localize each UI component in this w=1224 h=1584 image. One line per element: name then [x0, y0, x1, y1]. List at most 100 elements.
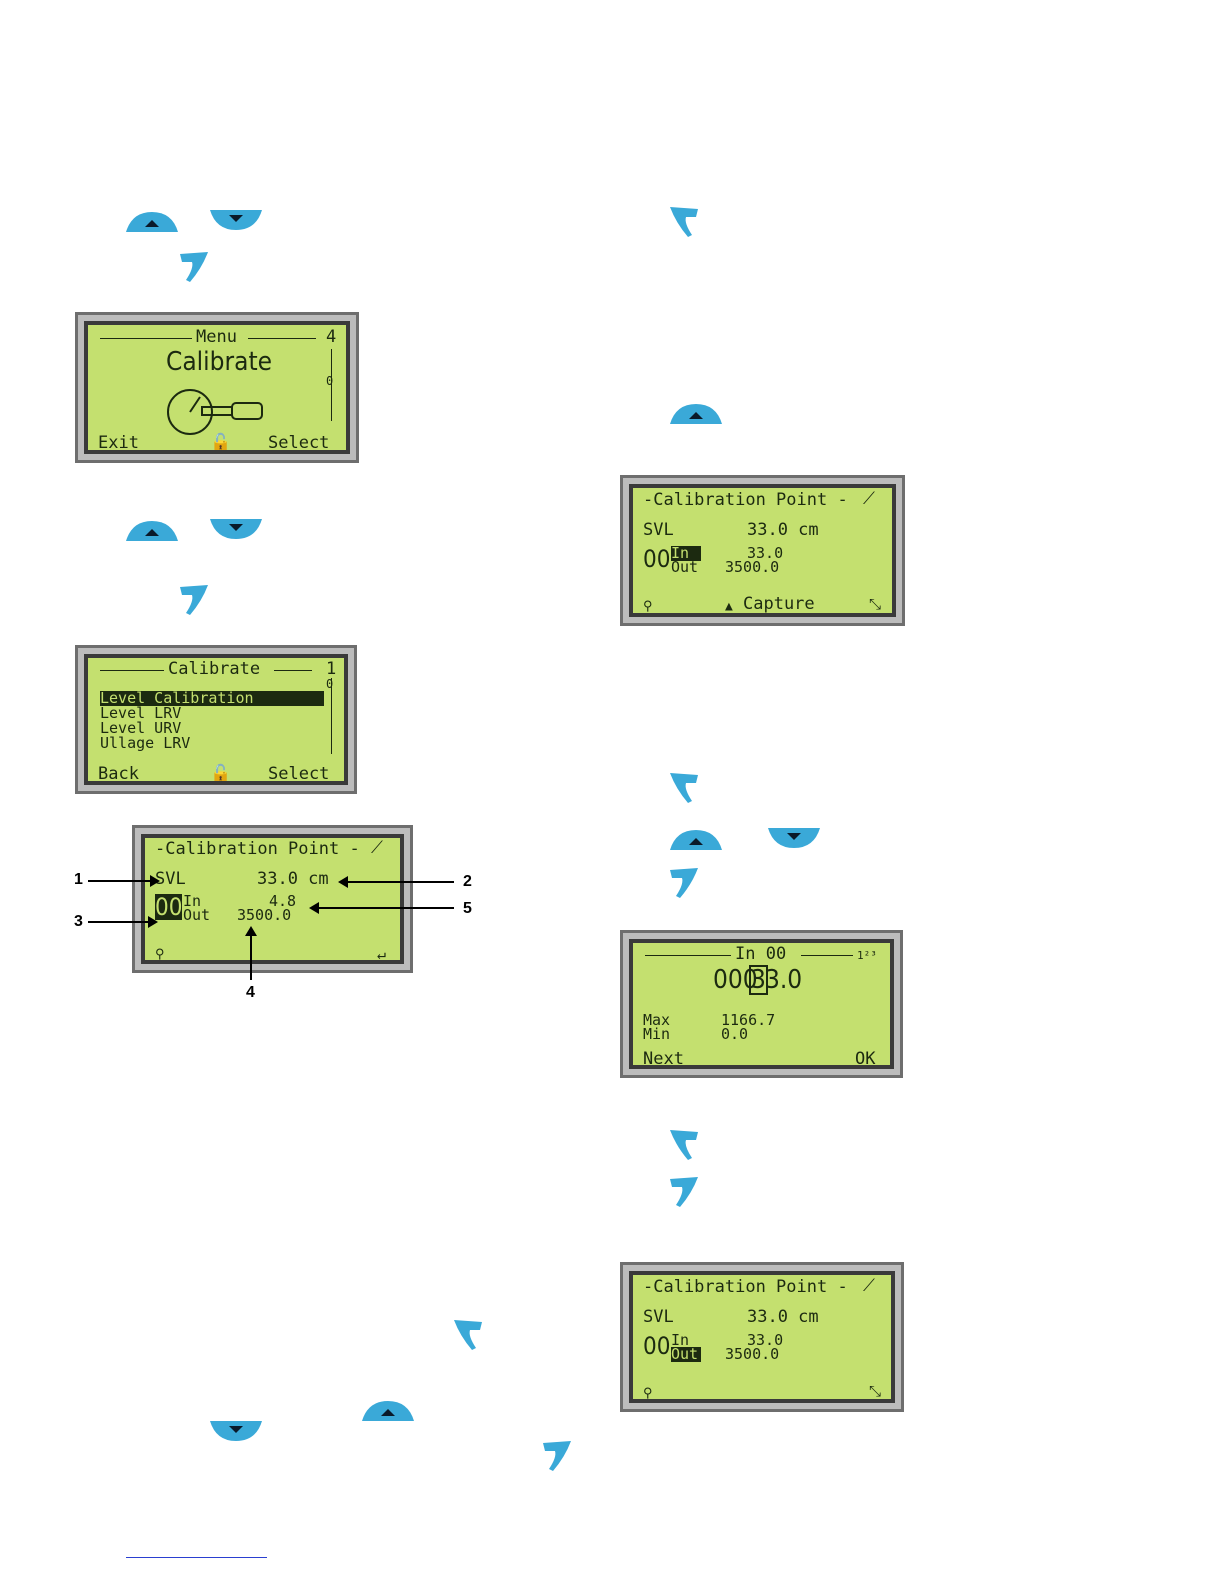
scroll-marker: 0: [326, 374, 334, 388]
max-value: 1166.7: [721, 1011, 776, 1029]
callout-2: 2: [463, 873, 472, 890]
in-value: 33.0: [747, 1331, 784, 1349]
lock-icon: 🔓: [210, 764, 232, 784]
down-key-icon[interactable]: [208, 517, 264, 541]
ok-softkey-label[interactable]: OK: [855, 1049, 876, 1069]
key-icon: ⚲: [643, 599, 653, 614]
calpoint-title: -Calibration Point -: [155, 839, 360, 859]
down-key-icon[interactable]: [766, 826, 822, 850]
lcd-final-screen: -Calibration Point - ⟋ SVL 33.0 cm 00 In…: [620, 1262, 904, 1412]
up-triangle-icon: ▲: [725, 599, 733, 614]
scroll-marker: 0: [326, 677, 334, 691]
out-label: Out: [671, 558, 699, 576]
in-label: In: [671, 1331, 690, 1349]
up-key-icon[interactable]: [124, 519, 180, 543]
out-label: Out: [183, 906, 211, 924]
svl-label: SVL: [643, 520, 674, 540]
resize-icon: ⤡: [869, 595, 882, 613]
out-value: 3500.0: [725, 558, 780, 576]
in-label[interactable]: In: [671, 546, 701, 561]
chart-icon: ⟋: [371, 838, 383, 858]
chart-icon: ⟋: [863, 489, 875, 509]
chart-icon: ⟋: [863, 1276, 875, 1296]
down-key-icon[interactable]: [208, 1419, 264, 1443]
menu-index: 4: [326, 327, 337, 347]
gauge-wrench-icon: [167, 389, 263, 435]
calibrate-index: 1: [326, 659, 337, 679]
up-key-icon[interactable]: [668, 402, 724, 426]
min-label: Min: [643, 1025, 671, 1043]
svl-value: 33.0 cm: [747, 1307, 819, 1327]
point-number[interactable]: 00: [643, 545, 671, 573]
point-number[interactable]: 00: [643, 1332, 671, 1360]
calpoint-title: -Calibration Point -: [643, 490, 848, 510]
select-softkey-label[interactable]: Select: [268, 433, 330, 453]
lcd-capture-screen: -Calibration Point - ⟋ SVL 33.0 cm 00 In…: [620, 475, 905, 626]
arrowhead-icon: [309, 902, 319, 914]
lock-icon: 🔓: [210, 433, 232, 453]
right-softkey-icon[interactable]: [178, 583, 210, 617]
in-value: 33.0: [747, 544, 784, 562]
arrowhead-icon: [150, 875, 160, 887]
menu-item-level-lrv[interactable]: Level LRV: [100, 704, 182, 722]
max-label: Max: [643, 1011, 671, 1029]
in-value: 4.8: [269, 892, 297, 910]
callout-4: 4: [246, 984, 255, 1001]
callout-2-line: [346, 881, 454, 883]
select-softkey-label[interactable]: Select: [268, 764, 330, 784]
svl-label: SVL: [643, 1307, 674, 1327]
right-softkey-icon[interactable]: [178, 250, 210, 284]
menu-title: Menu: [196, 327, 237, 347]
exit-softkey-label[interactable]: Exit: [98, 433, 139, 453]
left-softkey-icon[interactable]: [668, 771, 700, 805]
right-softkey-icon[interactable]: [541, 1439, 573, 1473]
down-key-icon[interactable]: [208, 208, 264, 232]
value-prefix: 000: [713, 965, 758, 995]
callout-5-line: [318, 907, 454, 909]
out-value: 3500.0: [725, 1345, 780, 1363]
menu-heading: Calibrate: [166, 347, 273, 377]
menu-item-level-calibration[interactable]: Level Calibration: [100, 691, 324, 706]
calibrate-title: Calibrate: [168, 659, 261, 679]
lcd-menu-screen: Menu 4 0 Calibrate Exit 🔓 Select: [75, 312, 359, 463]
up-key-icon[interactable]: [668, 828, 724, 852]
callout-4-line: [250, 934, 252, 980]
up-key-icon[interactable]: [124, 210, 180, 234]
point-number[interactable]: 00: [155, 893, 183, 921]
menu-item-ullage-lrv[interactable]: Ullage LRV: [100, 734, 191, 752]
left-softkey-icon[interactable]: [668, 205, 700, 239]
key-icon: ⚲: [643, 1386, 653, 1401]
callout-1-line: [88, 880, 154, 882]
right-softkey-icon[interactable]: [668, 866, 700, 900]
footer-link-underline[interactable]: [126, 1557, 267, 1558]
capture-softkey-label[interactable]: Capture: [743, 594, 815, 614]
next-softkey-label[interactable]: Next: [643, 1049, 684, 1069]
in-label: In: [183, 892, 202, 910]
arrowhead-icon: [148, 916, 158, 928]
svl-value: 33.0 cm: [747, 520, 819, 540]
svl-label: SVL: [155, 869, 186, 889]
callout-1: 1: [74, 871, 83, 888]
value-cursor-digit[interactable]: 3: [749, 965, 768, 995]
enter-icon: ↵: [377, 945, 387, 963]
back-softkey-label[interactable]: Back: [98, 764, 139, 784]
value-suffix: 3.0: [765, 965, 803, 995]
callout-5: 5: [463, 900, 472, 917]
key-icon: ⚲: [155, 947, 165, 962]
callout-3-line: [88, 921, 150, 923]
out-label[interactable]: Out: [671, 1347, 701, 1362]
callout-3: 3: [74, 913, 83, 930]
calpoint-title: -Calibration Point -: [643, 1277, 848, 1297]
arrowhead-icon: [245, 926, 257, 936]
out-value: 3500.0: [237, 906, 292, 924]
right-softkey-icon[interactable]: [668, 1175, 700, 1209]
lcd-in00-screen: In 00 1²³ 000 3 3.0 Max 1166.7 Min 0.0 N…: [620, 930, 903, 1078]
lcd-calibrate-screen: Calibrate 1 0 Level Calibration Level LR…: [75, 645, 357, 794]
svl-value: 33.0 cm: [257, 869, 329, 889]
resize-icon: ⤡: [869, 1382, 882, 1400]
menu-item-level-urv[interactable]: Level URV: [100, 719, 182, 737]
left-softkey-icon[interactable]: [668, 1128, 700, 1162]
left-softkey-icon[interactable]: [452, 1318, 484, 1352]
up-key-icon[interactable]: [360, 1399, 416, 1423]
min-value: 0.0: [721, 1025, 749, 1043]
